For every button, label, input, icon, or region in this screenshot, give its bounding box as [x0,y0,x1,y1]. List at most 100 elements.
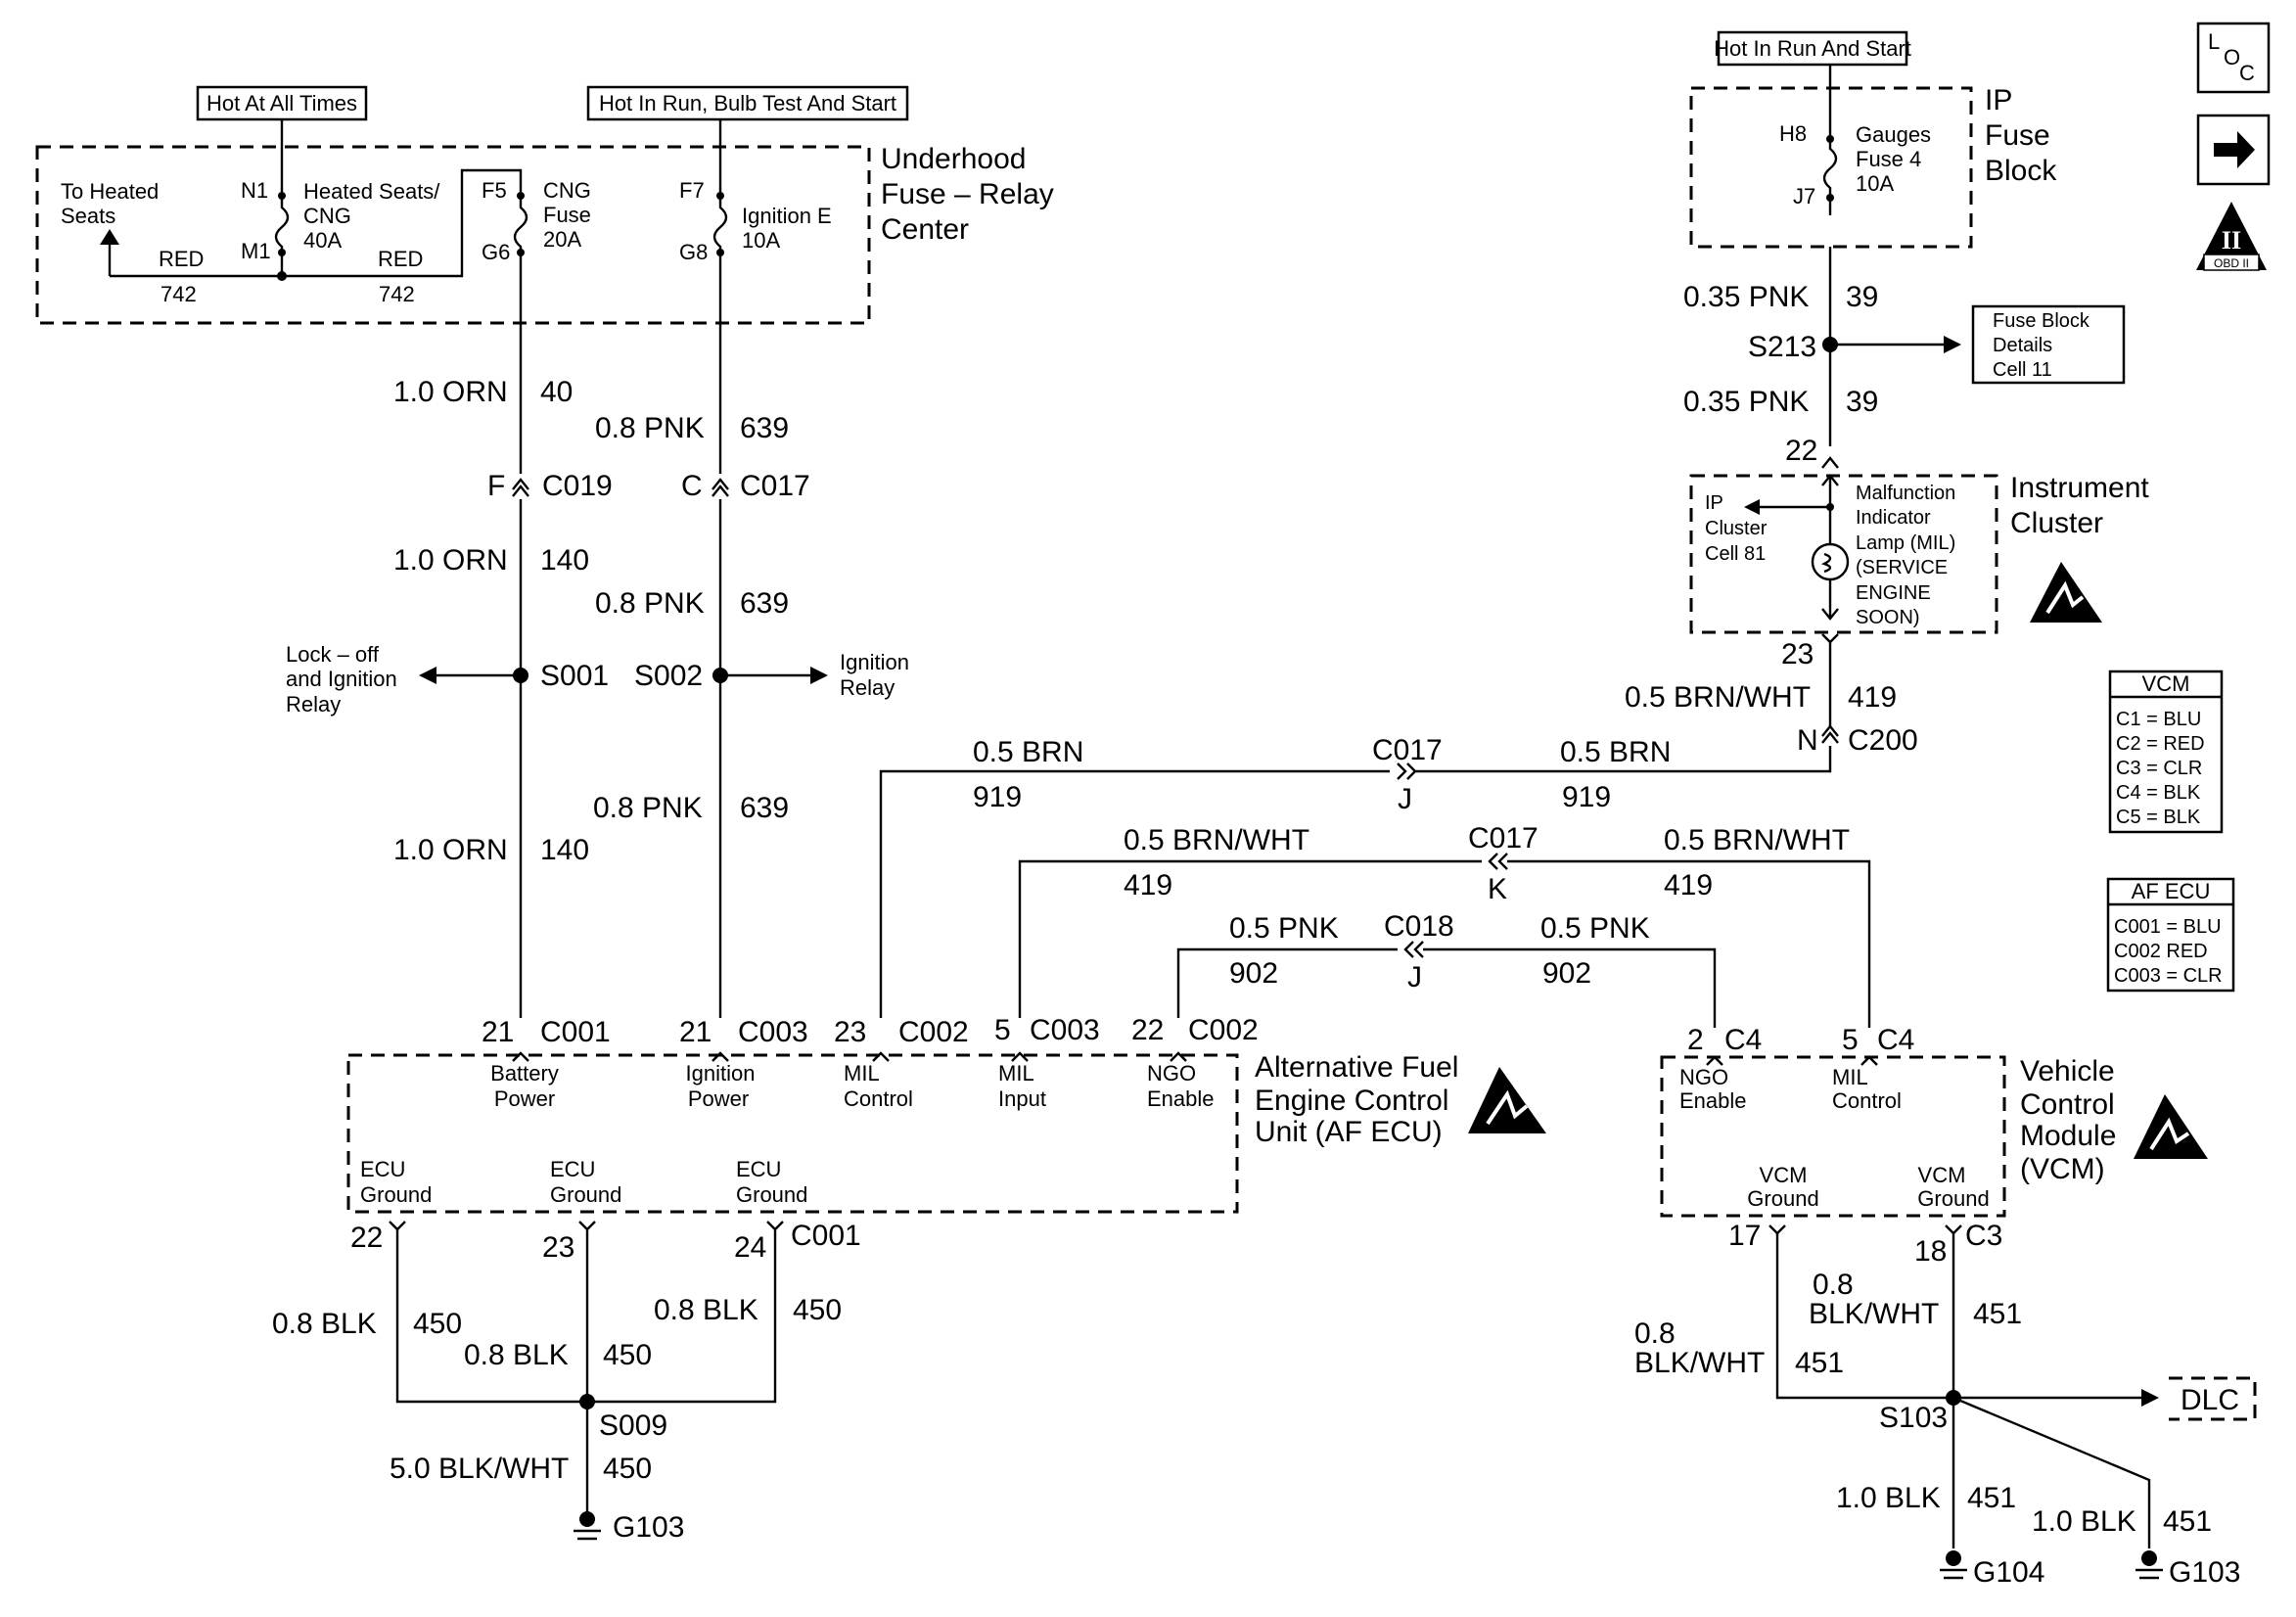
svg-text:23: 23 [542,1231,574,1264]
svg-text:DLC: DLC [2181,1384,2239,1416]
svg-text:J: J [1407,961,1422,993]
svg-text:CNG: CNG [543,178,591,203]
ground-symbol-g103-left [574,1511,601,1541]
svg-text:Ground: Ground [1917,1186,1989,1211]
svg-text:CNG: CNG [303,204,351,228]
svg-text:0.8 BLK: 0.8 BLK [272,1308,377,1340]
svg-text:742: 742 [379,282,415,306]
svg-text:Enable: Enable [1679,1088,1747,1113]
svg-text:0.5 BRN/WHT: 0.5 BRN/WHT [1664,824,1850,856]
svg-text:(VCM): (VCM) [2020,1153,2105,1185]
svg-text:Heated Seats/: Heated Seats/ [303,179,440,204]
svg-text:0.5 BRN: 0.5 BRN [973,736,1083,768]
underhood-fuse-relay-center: Underhood Fuse – Relay Center To Heated … [35,143,1054,325]
next-page-arrow-icon[interactable] [2196,114,2271,186]
esd-sensitive-icon [2134,1094,2208,1159]
svg-text:G6: G6 [482,240,510,264]
vcm-ground-circuits: 0.8 BLK/WHT 451 0.8 BLK/WHT 451 S103 DLC… [1634,1233,2257,1589]
legend-vcm: VCM C1 = BLU C2 = RED C3 = CLR C4 = BLK … [2108,670,2224,834]
vcm-module: 2 C4 5 C4 NGO Enable MIL Control VCM Gro… [1660,1024,2208,1268]
svg-text:0.5 PNK: 0.5 PNK [1540,912,1650,945]
svg-text:NGO: NGO [1679,1065,1728,1089]
svg-text:21: 21 [482,1016,514,1048]
svg-text:ECU: ECU [360,1157,405,1181]
svg-text:419: 419 [1124,869,1172,901]
circuit-902: 0.5 PNK 902 C018 J 0.5 PNK 902 [1176,910,1717,1028]
hot-run-start-label: Hot In Run And Start [1714,30,1911,67]
svg-text:Ignition: Ignition [840,650,909,674]
dlc-connector-ref[interactable]: DLC [2169,1376,2257,1421]
svg-text:Control: Control [2020,1088,2115,1121]
svg-text:M1: M1 [241,239,271,263]
svg-text:Ground: Ground [360,1182,432,1207]
svg-text:0.8 BLK: 0.8 BLK [464,1339,569,1371]
svg-text:Fuse 4: Fuse 4 [1856,147,1921,171]
svg-text:Power: Power [688,1086,749,1111]
svg-text:BLK/WHT: BLK/WHT [1809,1298,1939,1330]
fuse-block-details-ref[interactable]: Fuse Block Details Cell 11 [1971,304,2126,385]
svg-text:C003: C003 [738,1016,808,1048]
svg-text:Ground: Ground [1747,1186,1818,1211]
svg-text:F7: F7 [679,178,705,203]
svg-text:Fuse Block: Fuse Block [1993,310,2090,332]
svg-text:450: 450 [603,1339,652,1371]
svg-text:140: 140 [540,834,589,866]
hot-at-all-times-label: Hot At All Times [196,85,368,121]
svg-text:N: N [1797,724,1818,757]
svg-text:639: 639 [740,792,789,824]
svg-text:0.8 PNK: 0.8 PNK [593,792,703,824]
svg-text:24: 24 [734,1231,766,1264]
svg-text:VCM: VCM [1918,1163,1966,1187]
svg-text:S103: S103 [1879,1402,1948,1434]
svg-text:39: 39 [1846,281,1878,313]
svg-text:Underhood: Underhood [881,143,1026,175]
circuit-419: 0.5 BRN/WHT 419 C017 K 0.5 BRN/WHT 419 [1018,822,1871,1028]
svg-text:N1: N1 [241,178,268,203]
svg-text:450: 450 [413,1308,462,1340]
svg-text:G8: G8 [679,240,708,264]
svg-text:Hot At All Times: Hot At All Times [207,91,357,116]
svg-text:Seats: Seats [61,204,115,228]
svg-text:C019: C019 [542,470,613,502]
af-ecu-ground-circuits: 22 23 24 C001 0.8 BLK 450 0.8 BLK 450 0.… [272,1220,861,1544]
svg-text:S001: S001 [540,660,609,692]
svg-text:Battery: Battery [490,1061,559,1086]
svg-text:C001 = BLU: C001 = BLU [2114,916,2222,938]
svg-text:0.8 PNK: 0.8 PNK [595,412,705,444]
svg-text:0.35 PNK: 0.35 PNK [1683,386,1809,418]
ground-symbol-g104 [1940,1550,1967,1580]
svg-text:F: F [487,470,505,502]
svg-text:VCM: VCM [2142,671,2190,696]
svg-text:Ignition E: Ignition E [742,204,832,228]
svg-text:II: II [2222,226,2241,254]
svg-text:Engine Control: Engine Control [1255,1085,1448,1117]
svg-text:639: 639 [740,587,789,620]
svg-text:140: 140 [540,544,589,577]
svg-text:IP: IP [1705,492,1723,514]
svg-text:Gauges: Gauges [1856,122,1931,147]
svg-text:451: 451 [1967,1482,2016,1514]
svg-text:MIL: MIL [1832,1065,1868,1089]
svg-text:Hot In Run And Start: Hot In Run And Start [1714,36,1911,61]
svg-text:C: C [681,470,703,502]
svg-text:Control: Control [1832,1088,1902,1113]
svg-text:J7: J7 [1793,184,1815,208]
svg-text:Instrument: Instrument [2010,472,2149,504]
svg-text:Cluster: Cluster [2010,507,2103,539]
svg-text:F5: F5 [482,178,507,203]
svg-text:0.5 BRN/WHT: 0.5 BRN/WHT [1124,824,1309,856]
svg-text:C4 = BLK: C4 = BLK [2116,782,2201,804]
locator-icon[interactable]: L O C [2196,22,2271,94]
svg-text:O: O [2224,45,2240,69]
svg-text:Input: Input [998,1086,1046,1111]
svg-text:Center: Center [881,213,969,246]
svg-text:Hot In Run, Bulb Test And Star: Hot In Run, Bulb Test And Start [599,91,896,116]
svg-text:Lock – off: Lock – off [286,642,380,667]
svg-text:C003 = CLR: C003 = CLR [2114,965,2223,987]
svg-text:10A: 10A [1856,171,1894,196]
af-ecu-module: 21 C001 21 C003 23 C002 5 C003 22 C002 B… [346,1014,1546,1214]
svg-text:ECU: ECU [736,1157,781,1181]
svg-text:H8: H8 [1779,121,1807,146]
svg-text:C2 = RED: C2 = RED [2116,733,2205,755]
svg-text:C002 RED: C002 RED [2114,941,2208,962]
